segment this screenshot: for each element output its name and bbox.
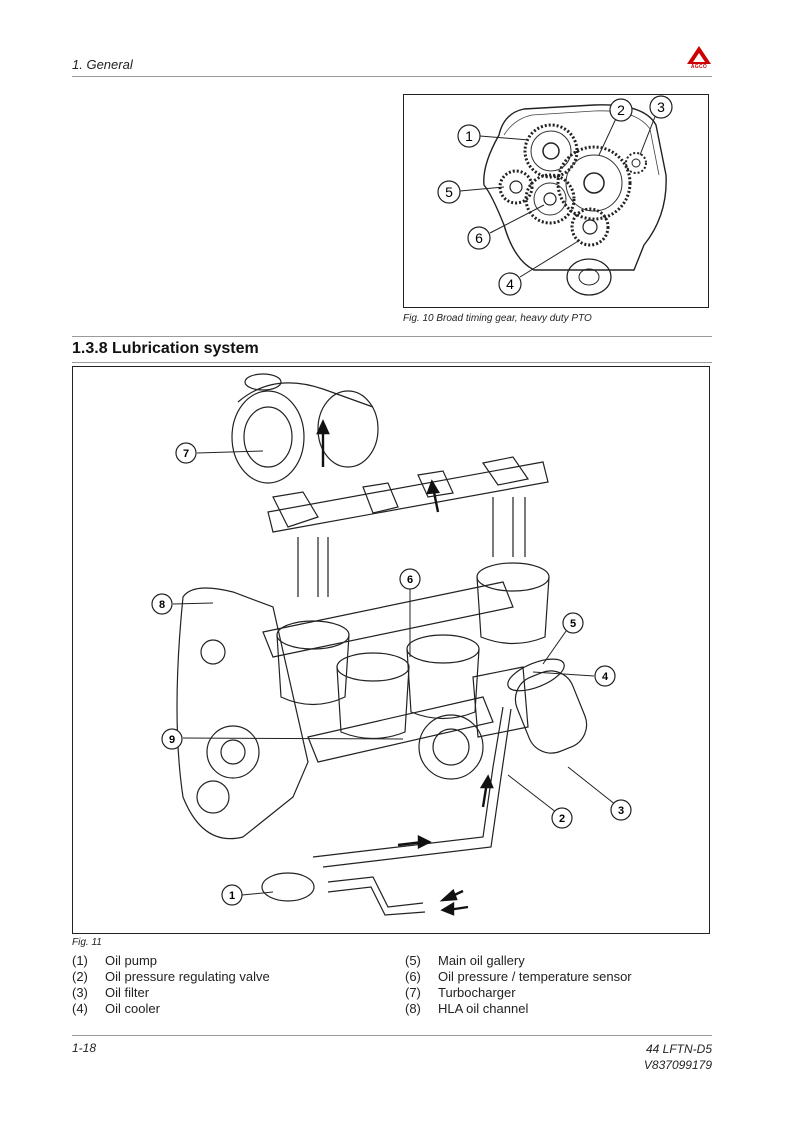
legend-label: Oil filter: [105, 985, 150, 1000]
callout-3: 3: [649, 95, 673, 119]
callout-2: 2: [551, 807, 573, 829]
callout-1: 1: [457, 124, 481, 148]
legend-label: HLA oil channel: [438, 1001, 529, 1016]
callout-4: 4: [498, 272, 522, 296]
callout-8: 8: [151, 593, 173, 615]
svg-text:9: 9: [169, 734, 175, 746]
svg-text:5: 5: [445, 184, 453, 200]
callout-9: 9: [161, 728, 183, 750]
legend-number: (2): [72, 969, 88, 984]
lubrication-system-illustration: 7 8 6 5 4 9 3 2: [151, 373, 632, 916]
svg-text:2: 2: [617, 102, 625, 118]
legend-number: (4): [72, 1001, 88, 1016]
callout-3: 3: [610, 799, 632, 821]
footer-divider: [72, 1035, 712, 1036]
page-number: 1-18: [72, 1041, 97, 1055]
document-id: 44 LFTN-D5 V837099179: [644, 1041, 712, 1073]
agco-triangle-icon: [687, 46, 711, 64]
callout-4: 4: [594, 665, 616, 687]
svg-text:4: 4: [506, 276, 514, 292]
svg-text:2: 2: [559, 813, 565, 825]
callout-5: 5: [562, 612, 584, 634]
svg-text:7: 7: [183, 448, 189, 460]
svg-text:6: 6: [475, 230, 483, 246]
legend-label: Main oil gallery: [438, 953, 525, 968]
figure-10-frame: 1 2 3 4 5 6: [403, 94, 709, 308]
callout-2: 2: [609, 98, 633, 122]
legend-label: Oil pressure regulating valve: [105, 969, 270, 984]
svg-text:3: 3: [657, 99, 665, 115]
svg-text:4: 4: [602, 671, 609, 683]
legend-number: (5): [405, 953, 421, 968]
figure-10-caption: Fig. 10 Broad timing gear, heavy duty PT…: [403, 313, 592, 324]
svg-text:8: 8: [159, 599, 165, 611]
legend-number: (7): [405, 985, 421, 1000]
section-divider-bottom: [72, 362, 712, 363]
figure-11-caption: Fig. 11: [72, 937, 102, 948]
header-section-title: 1. General: [72, 57, 133, 72]
svg-text:1: 1: [229, 890, 235, 902]
document-number: V837099179: [643, 1058, 712, 1072]
logo-text: AGCO: [690, 64, 708, 70]
section-divider-top: [72, 336, 712, 337]
svg-text:5: 5: [570, 618, 576, 630]
timing-gear-illustration: 1 2 3 4 5 6: [437, 95, 673, 296]
callout-1: 1: [221, 884, 243, 906]
legend-number: (8): [405, 1001, 421, 1016]
callout-5: 5: [437, 180, 461, 204]
callout-7: 7: [175, 442, 197, 464]
legend-number: (1): [72, 953, 88, 968]
legend-number: (6): [405, 969, 421, 984]
svg-text:3: 3: [618, 805, 624, 817]
agco-logo: AGCO: [684, 44, 714, 74]
legend-label: Oil pressure / temperature sensor: [438, 969, 632, 984]
header-divider: [72, 76, 712, 77]
document-code: 44 LFTN-D5: [645, 1042, 712, 1056]
legend: (1) Oil pump (2) Oil pressure regulating…: [72, 953, 712, 1023]
svg-text:1: 1: [465, 128, 473, 144]
legend-label: Turbocharger: [438, 985, 516, 1000]
callout-6: 6: [399, 568, 421, 590]
legend-number: (3): [72, 985, 88, 1000]
figure-11-frame: 7 8 6 5 4 9 3 2: [72, 366, 710, 934]
svg-text:6: 6: [407, 574, 413, 586]
legend-label: Oil cooler: [105, 1001, 160, 1016]
callout-6: 6: [467, 226, 491, 250]
legend-label: Oil pump: [105, 953, 158, 968]
section-heading: 1.3.8 Lubrication system: [72, 340, 259, 357]
